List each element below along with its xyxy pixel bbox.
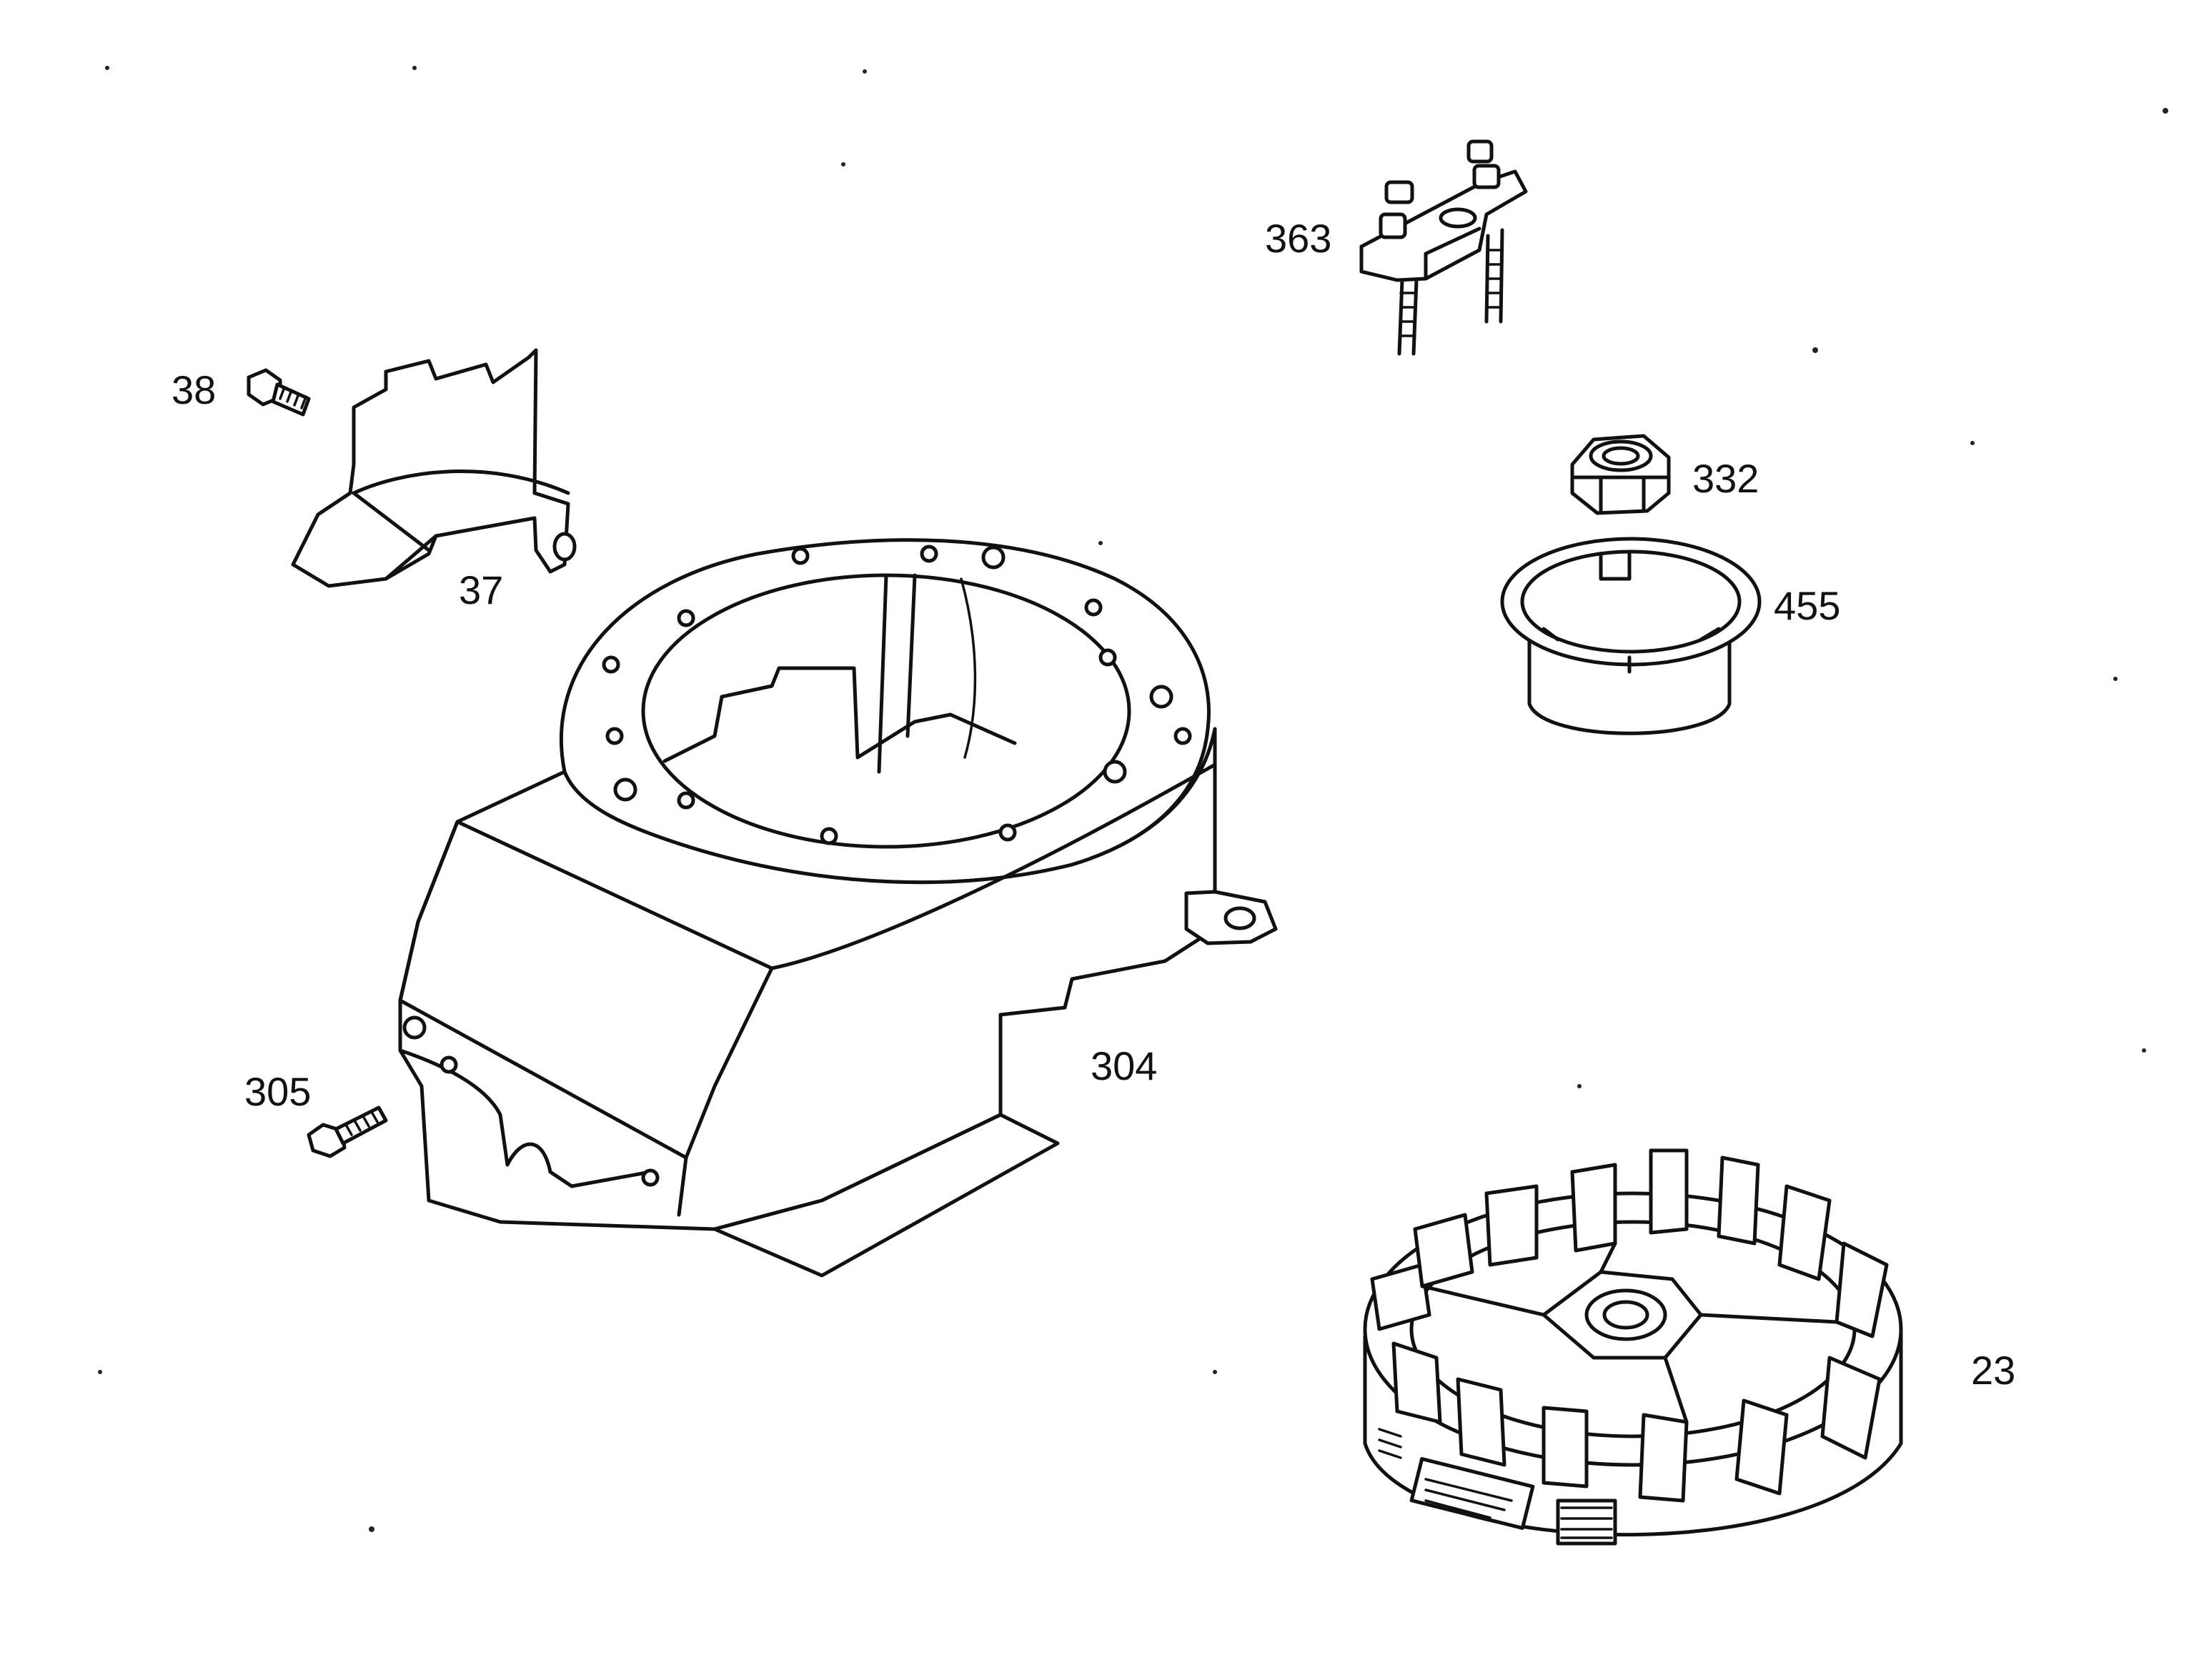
callout-37: 37 bbox=[459, 567, 504, 612]
callout-304: 304 bbox=[1091, 1043, 1158, 1088]
part-455-cup bbox=[1500, 537, 1762, 735]
part-304-blower-housing bbox=[398, 538, 1278, 1278]
callout-455: 455 bbox=[1774, 583, 1841, 628]
callout-332: 332 bbox=[1692, 456, 1759, 501]
part-37-deflector bbox=[291, 348, 577, 588]
part-305-screw bbox=[307, 1105, 388, 1158]
part-332-nut bbox=[1570, 434, 1671, 515]
callout-305: 305 bbox=[244, 1069, 312, 1114]
callout-38: 38 bbox=[172, 367, 217, 412]
part-363-bracket bbox=[1359, 139, 1528, 356]
part-38-screw bbox=[247, 368, 311, 417]
callout-23: 23 bbox=[1971, 1348, 2016, 1393]
part-23-flywheel bbox=[1363, 1148, 1903, 1546]
callout-363: 363 bbox=[1265, 216, 1332, 261]
